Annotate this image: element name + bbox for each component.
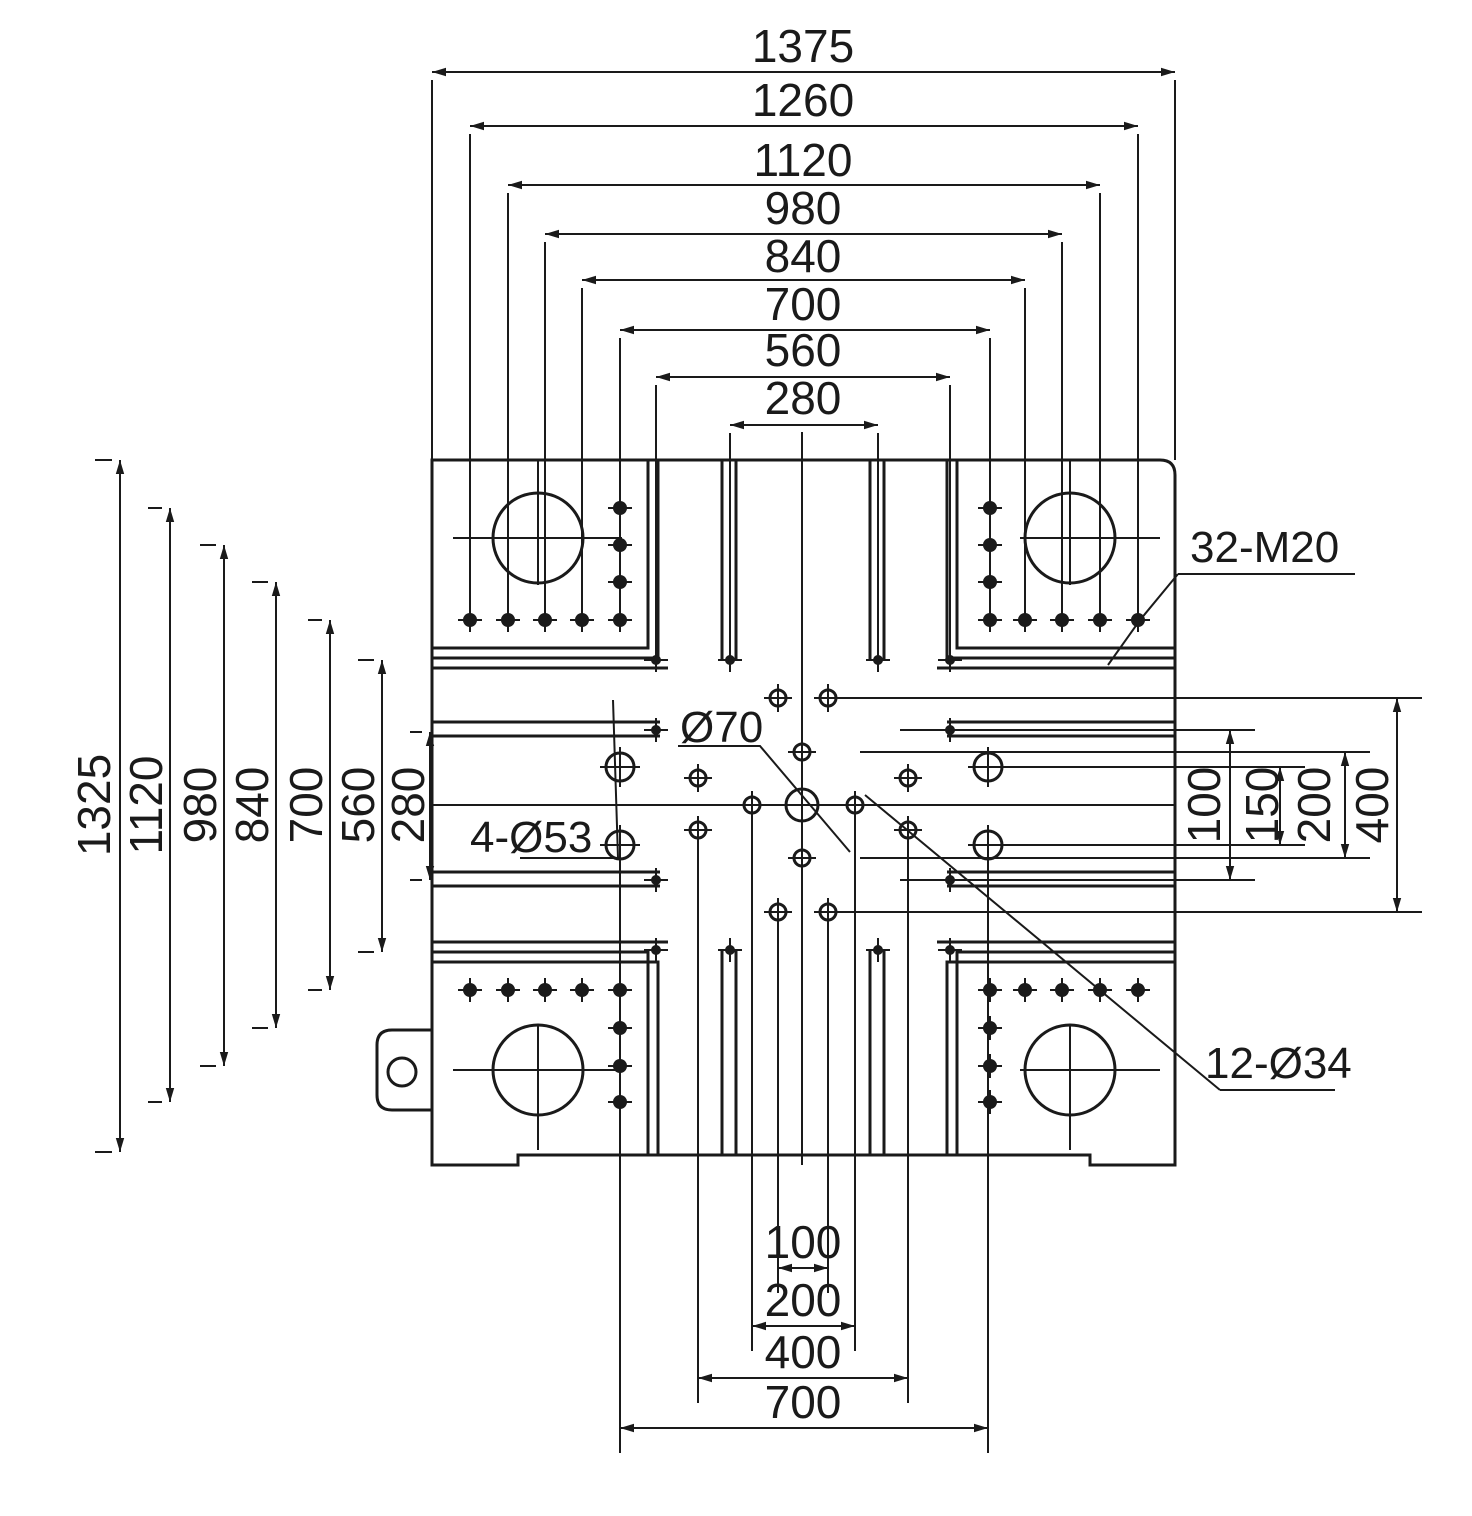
bottom-dimensions: 100 200 400 700 [765, 1216, 842, 1428]
dim-top-1375: 1375 [752, 20, 854, 72]
callout-12-d34: 12-Ø34 [1205, 1039, 1352, 1088]
bore-hole [788, 844, 816, 872]
dimension-lines [95, 67, 1422, 1453]
callout-d70: Ø70 [680, 703, 763, 752]
dim-left-1325: 1325 [68, 754, 120, 856]
dim-right-150: 150 [1236, 767, 1288, 844]
dim-left-560: 560 [332, 767, 384, 844]
m20-hole [718, 938, 742, 962]
dim-right-200: 200 [1288, 767, 1340, 844]
left-dimensions: 1325 1120 980 840 700 560 280 [68, 754, 434, 856]
m20-hole [458, 978, 482, 1002]
callout-4-d53: 4-Ø53 [470, 813, 592, 862]
m20-hole [978, 1016, 1002, 1040]
dim-top-280: 280 [765, 372, 842, 424]
dim-bottom-400: 400 [765, 1326, 842, 1378]
dim-left-700: 700 [280, 767, 332, 844]
m20-hole [496, 978, 520, 1002]
tie-bar-bores [453, 460, 1160, 1150]
platen-outline [375, 458, 1177, 1167]
m20-hole [1050, 978, 1074, 1002]
m20-hole [644, 718, 668, 742]
dim-left-1120: 1120 [120, 756, 172, 855]
top-dimensions: 1375 1260 1120 980 840 700 560 280 [752, 20, 854, 424]
right-dimensions: 100 150 200 400 [1178, 767, 1398, 844]
dim-left-280: 280 [382, 767, 434, 844]
m20-hole [866, 938, 890, 962]
bore-hole [894, 764, 922, 792]
dim-top-560: 560 [765, 324, 842, 376]
bore-hole [600, 747, 640, 787]
m20-hole [570, 978, 594, 1002]
dim-left-980: 980 [174, 767, 226, 844]
dim-left-840: 840 [226, 767, 278, 844]
dim-top-700: 700 [765, 278, 842, 330]
m20-hole [644, 868, 668, 892]
dim-bottom-200: 200 [765, 1274, 842, 1326]
m20-hole [978, 978, 1002, 1002]
m20-hole [1126, 978, 1150, 1002]
bore-hole [788, 738, 816, 766]
dim-top-840: 840 [765, 230, 842, 282]
callout-32-m20: 32-M20 [1190, 523, 1339, 572]
dim-top-980: 980 [765, 182, 842, 234]
m20-hole [938, 938, 962, 962]
dim-right-100: 100 [1178, 767, 1230, 844]
m20-hole [1013, 978, 1037, 1002]
m20-hole [978, 1054, 1002, 1078]
bore-hole [684, 764, 712, 792]
dim-bottom-700: 700 [765, 1376, 842, 1428]
dim-top-1120: 1120 [754, 134, 853, 186]
m20-hole [644, 938, 668, 962]
m20-hole [533, 978, 557, 1002]
callouts: 32-M20 Ø70 4-Ø53 12-Ø34 [470, 523, 1355, 1091]
t-slots [432, 460, 1175, 1155]
dim-top-1260: 1260 [752, 74, 854, 126]
m20-hole [978, 1090, 1002, 1114]
dim-bottom-100: 100 [765, 1216, 842, 1268]
centre-bore [432, 432, 1175, 1165]
dim-right-400: 400 [1346, 767, 1398, 844]
bore-hole [764, 684, 792, 712]
